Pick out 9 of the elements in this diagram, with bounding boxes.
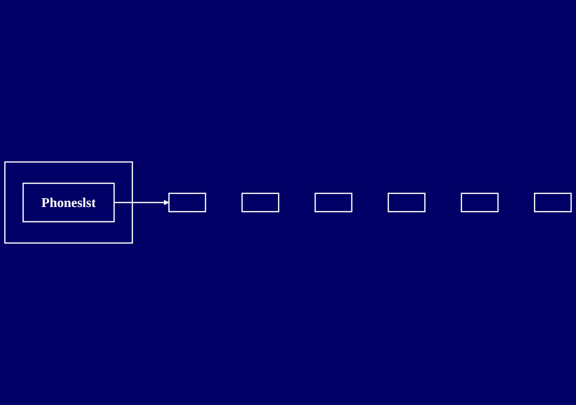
node-box: [534, 192, 572, 212]
node-box: [241, 192, 280, 212]
cluster: [4, 161, 133, 244]
node-box: [168, 192, 206, 212]
node-box: [388, 192, 426, 212]
arrow: [114, 200, 170, 206]
node-box: Phoneslst: [22, 182, 115, 222]
node-box: [460, 192, 499, 212]
node-box: [314, 192, 352, 212]
